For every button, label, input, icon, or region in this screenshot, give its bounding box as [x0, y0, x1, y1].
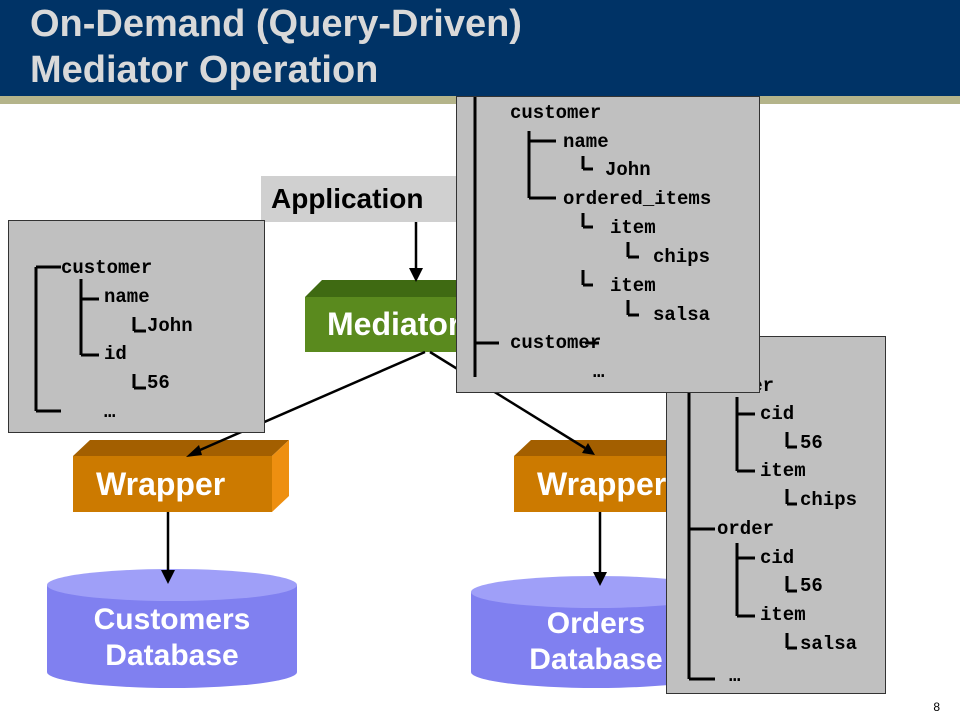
- slide-title-line-2: Mediator Operation: [30, 49, 379, 91]
- left-wrapper-side: [272, 440, 289, 512]
- tree-node-value: salsa: [800, 633, 858, 655]
- tree-node-name: name: [563, 131, 609, 153]
- customers-database: [47, 585, 297, 688]
- integrated-xml-tree: customer name John ordered_items item ch…: [456, 96, 760, 393]
- left-wrapper-top: [73, 440, 289, 456]
- tree-node-cid: cid: [760, 547, 795, 569]
- application-label: Application: [271, 183, 424, 214]
- slide-title-line-1: On-Demand (Query-Driven): [30, 3, 522, 45]
- tree-node-value: 56: [800, 432, 823, 454]
- tree-node-ellipsis: …: [593, 361, 605, 383]
- tree-node-name: name: [104, 286, 150, 308]
- orders-database-top: [471, 576, 721, 608]
- tree-node-ellipsis: …: [729, 665, 741, 687]
- mediator-box: [305, 297, 480, 352]
- mediator-label: Mediator: [327, 306, 461, 342]
- tree-node-ordered-items: ordered_items: [563, 188, 712, 210]
- tree-node-value: 56: [147, 372, 170, 394]
- left-wrapper-box: [73, 456, 272, 512]
- tree-node-value: John: [147, 315, 193, 337]
- tree-node-value: 56: [800, 575, 823, 597]
- right-wrapper-label: Wrapper: [537, 466, 667, 502]
- application-box: [261, 176, 461, 222]
- orders-database: [471, 592, 721, 688]
- left-wrapper-label: Wrapper: [96, 466, 226, 502]
- tree-node-value: chips: [800, 489, 858, 511]
- tree-node-customer: customer: [510, 332, 602, 354]
- tree-node-id: id: [104, 343, 127, 365]
- tree-node-value: salsa: [653, 304, 711, 326]
- customer-xml-tree-left: customer name John id 56 …: [8, 220, 265, 433]
- tree-node-customer: customer: [61, 257, 153, 279]
- page-number: 8: [933, 700, 940, 714]
- arrow-mediator-to-right-wrapper: [429, 350, 586, 450]
- arrow-mediator-to-left-wrapper: [199, 350, 426, 452]
- tree-node-item: item: [760, 460, 806, 482]
- tree-node-order: order: [717, 518, 775, 540]
- tree-node-ellipsis: …: [104, 401, 116, 423]
- tree-node-value: chips: [653, 246, 711, 268]
- tree-node-item: item: [610, 275, 656, 297]
- tree-node-item: item: [610, 217, 656, 239]
- mediator-box-top: [305, 280, 497, 297]
- customers-database-label: Customers Database: [93, 603, 251, 672]
- customers-database-top: [47, 569, 297, 601]
- title-bar: On-Demand (Query-Driven) Mediator Operat…: [0, 0, 960, 96]
- tree-node-cid: cid: [760, 403, 795, 425]
- tree-node-customer: customer: [510, 102, 602, 124]
- tree-node-value: John: [605, 159, 651, 181]
- tree-node-item: item: [760, 604, 806, 626]
- orders-database-label: Orders Database: [529, 607, 663, 676]
